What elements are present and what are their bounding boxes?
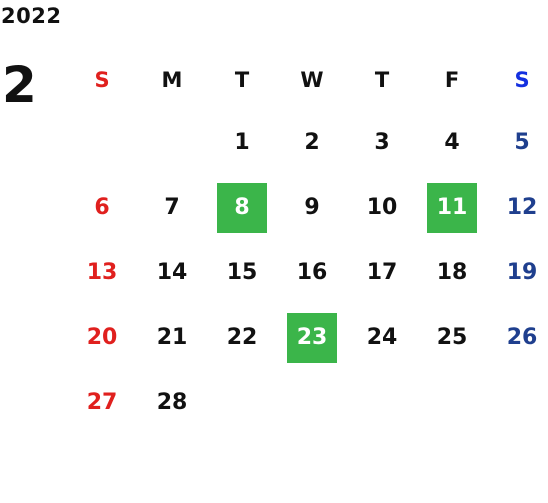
month-number: 2 (2, 56, 37, 114)
day-cell: 21 (156, 325, 188, 350)
day-cell-sunday: 6 (94, 195, 110, 220)
day-cell-saturday: 5 (514, 130, 530, 155)
weekday-header-sunday: S (94, 68, 110, 92)
day-cell: 17 (366, 260, 398, 285)
weekday-header-friday: F (444, 68, 460, 92)
day-cell: 2 (304, 130, 320, 155)
day-cell: 9 (304, 195, 320, 220)
weekday-header-monday: M (161, 68, 183, 92)
day-cell: 7 (164, 195, 180, 220)
day-cell-empty (137, 110, 207, 175)
day-cell: 3 (374, 130, 390, 155)
day-cell: 18 (436, 260, 468, 285)
day-cell-highlighted: 8 (207, 175, 277, 240)
weekday-header-wednesday: W (300, 68, 324, 92)
day-cell-saturday: 19 (506, 260, 538, 285)
day-cell-empty (487, 370, 548, 435)
year-label: 2022 (1, 4, 62, 28)
day-cell-empty (67, 110, 137, 175)
day-cell-highlighted: 23 (277, 305, 347, 370)
day-cell-sunday: 27 (86, 390, 118, 415)
calendar-grid: S M T W T F S 1 2 3 4 5 6 7 8 9 10 11 12… (67, 50, 548, 435)
day-cell-highlighted: 11 (417, 175, 487, 240)
day-cell-sunday: 13 (86, 260, 118, 285)
day-cell: 25 (436, 325, 468, 350)
day-cell: 1 (234, 130, 250, 155)
day-cell-empty (347, 370, 417, 435)
day-cell: 14 (156, 260, 188, 285)
day-cell: 15 (226, 260, 258, 285)
weekday-header-tuesday: T (234, 68, 250, 92)
day-cell: 16 (296, 260, 328, 285)
weekday-header-thursday: T (374, 68, 390, 92)
day-cell: 24 (366, 325, 398, 350)
day-cell-saturday: 26 (506, 325, 538, 350)
day-cell: 22 (226, 325, 258, 350)
weekday-header-saturday: S (514, 68, 530, 92)
day-cell-sunday: 20 (86, 325, 118, 350)
day-cell-empty (277, 370, 347, 435)
day-cell-empty (417, 370, 487, 435)
day-cell: 10 (366, 195, 398, 220)
day-cell: 28 (156, 390, 188, 415)
day-cell-saturday: 12 (506, 195, 538, 220)
day-cell-empty (207, 370, 277, 435)
day-cell: 4 (444, 130, 460, 155)
